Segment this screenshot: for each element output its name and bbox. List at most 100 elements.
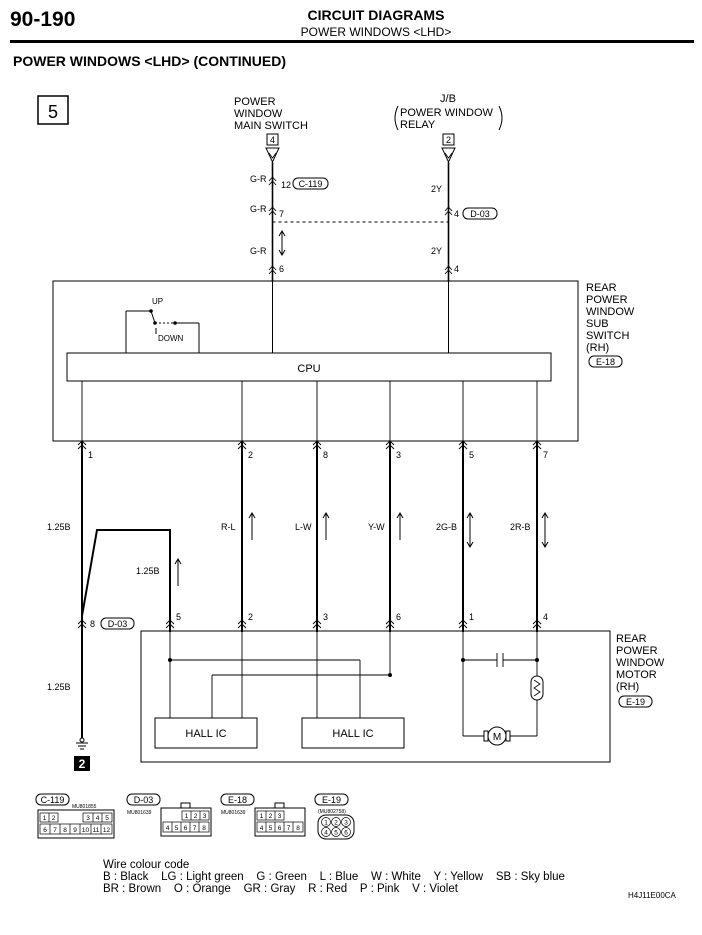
header-title: CIRCUIT DIAGRAMS [307, 7, 445, 23]
svg-text:1: 1 [260, 813, 264, 820]
motor-box: M HALL IC HALL IC [140, 630, 611, 763]
svg-text:6: 6 [396, 612, 401, 622]
svg-text:MOTOR: MOTOR [616, 669, 657, 681]
svg-text:2Y: 2Y [431, 246, 442, 256]
header-rule [10, 40, 694, 43]
svg-text:3: 3 [396, 450, 401, 460]
svg-text:1.25B: 1.25B [136, 566, 160, 576]
svg-text:4: 4 [543, 612, 548, 622]
svg-text:3: 3 [344, 820, 348, 827]
svg-text:1.25B: 1.25B [47, 522, 71, 532]
page-number: 90-190 [10, 8, 76, 31]
top-connector-tags: C-119 D-03 [292, 177, 498, 220]
svg-text:4: 4 [454, 209, 459, 219]
svg-text:E-18: E-18 [228, 795, 247, 805]
svg-text:3: 3 [86, 815, 90, 822]
svg-text:2: 2 [446, 135, 451, 145]
svg-text:POWER WINDOW: POWER WINDOW [400, 107, 493, 119]
svg-text:Y-W: Y-W [368, 522, 385, 532]
svg-text:BR : Brown O : Orange GR: BR : Brown O : Orange GR : Gray R : Red … [103, 883, 459, 895]
svg-text:7: 7 [287, 825, 291, 832]
svg-text:7: 7 [193, 825, 197, 832]
wire-colour-code: Wire colour code B : Black LG : Light gr… [103, 859, 565, 895]
motor-icon: M [483, 726, 511, 746]
svg-text:5: 5 [269, 825, 273, 832]
e19-tag: E-19 [626, 697, 645, 707]
ground-number: 2 [74, 756, 90, 771]
svg-text:MU801639: MU801639 [221, 810, 246, 816]
svg-text:4: 4 [260, 825, 264, 832]
svg-text:5: 5 [469, 450, 474, 460]
svg-text:C-119: C-119 [41, 795, 65, 805]
svg-text:9: 9 [73, 827, 77, 834]
svg-text:SUB: SUB [586, 318, 609, 330]
svg-text:1: 1 [185, 813, 189, 820]
d03-tag: D-03 [470, 209, 490, 219]
svg-text:REAR: REAR [586, 282, 617, 294]
svg-text:8: 8 [296, 825, 300, 832]
sub-switch-pins: 1 2 8 3 5 7 [88, 450, 548, 460]
svg-text:3: 3 [203, 813, 207, 820]
svg-text:R-L: R-L [221, 522, 236, 532]
svg-text:J/B: J/B [440, 93, 456, 105]
motor-pins: 5 2 3 6 1 4 [176, 612, 548, 622]
svg-text:SWITCH: SWITCH [586, 330, 629, 342]
figure-code: H4J11E00CA [628, 891, 677, 900]
connector-view-e18: E-18 MU801639 1 2 3 4 5 6 7 8 [220, 793, 306, 837]
svg-text:6: 6 [279, 264, 284, 274]
svg-text:1: 1 [43, 815, 47, 822]
svg-text:POWER: POWER [616, 645, 658, 657]
svg-text:E-19: E-19 [322, 795, 341, 805]
svg-text:6: 6 [43, 827, 47, 834]
d03-joint-tag: D-03 [100, 617, 135, 630]
svg-text:7: 7 [279, 209, 284, 219]
svg-text:G-R: G-R [250, 204, 267, 214]
svg-text:2: 2 [194, 813, 198, 820]
e18-tag: E-18 [596, 357, 615, 367]
up-label: UP [152, 297, 163, 306]
svg-text:(RH): (RH) [586, 342, 609, 354]
header-subtitle: POWER WINDOWS <LHD> [300, 25, 452, 39]
svg-text:2: 2 [248, 450, 253, 460]
svg-text:8: 8 [202, 825, 206, 832]
top-wire-labels: G-R 12 G-R 7 G-R 6 2Y 4 2Y 4 [250, 174, 459, 274]
signal-arrows [174, 512, 549, 586]
svg-text:G-R: G-R [250, 174, 267, 184]
svg-text:WINDOW: WINDOW [586, 306, 635, 318]
svg-text:5: 5 [176, 612, 181, 622]
diagram-number-box: 5 [37, 95, 69, 125]
motor-label: REAR POWER WINDOW MOTOR (RH) E-19 [616, 633, 665, 708]
svg-text:12: 12 [281, 180, 291, 190]
svg-text:B : Black LG : Light green: B : Black LG : Light green G : Green L :… [103, 871, 565, 883]
ground-icon [76, 737, 88, 750]
svg-text:D-03: D-03 [108, 619, 128, 629]
svg-text:10: 10 [82, 827, 90, 834]
connector-view-e19: E-19 (MU802758) 1 2 3 4 5 6 [314, 793, 355, 840]
down-label: DOWN [158, 334, 184, 343]
c119-tag: C-119 [299, 179, 323, 189]
svg-text:6: 6 [278, 825, 282, 832]
svg-text:2: 2 [269, 813, 273, 820]
svg-text:1: 1 [469, 612, 474, 622]
svg-text:G-R: G-R [250, 246, 267, 256]
sub-switch-box: CPU UP DOWN [52, 280, 579, 442]
svg-text:WINDOW: WINDOW [616, 657, 665, 669]
section-title: POWER WINDOWS <LHD> (CONTINUED) [13, 53, 286, 69]
svg-text:4: 4 [454, 264, 459, 274]
sub-switch-label: REAR POWER WINDOW SUB SWITCH (RH) E-18 [586, 282, 635, 368]
svg-text:2R-B: 2R-B [510, 522, 531, 532]
svg-text:11: 11 [93, 827, 100, 834]
svg-text:5: 5 [105, 815, 109, 822]
svg-text:8: 8 [90, 619, 95, 629]
svg-text:3: 3 [278, 813, 282, 820]
svg-text:MU801855: MU801855 [72, 804, 97, 810]
main-switch-terminal: 4 [265, 133, 280, 164]
svg-text:RELAY: RELAY [400, 119, 436, 131]
svg-text:(RH): (RH) [616, 681, 639, 693]
svg-text:8: 8 [323, 450, 328, 460]
svg-text:7: 7 [543, 450, 548, 460]
svg-text:5: 5 [175, 825, 179, 832]
connector-view-c119: C-119 MU801855 1 2 3 4 5 6 7 8 9 10 11 1… [35, 793, 115, 839]
cpu-output-lines [81, 381, 538, 441]
svg-text:4: 4 [96, 815, 100, 822]
